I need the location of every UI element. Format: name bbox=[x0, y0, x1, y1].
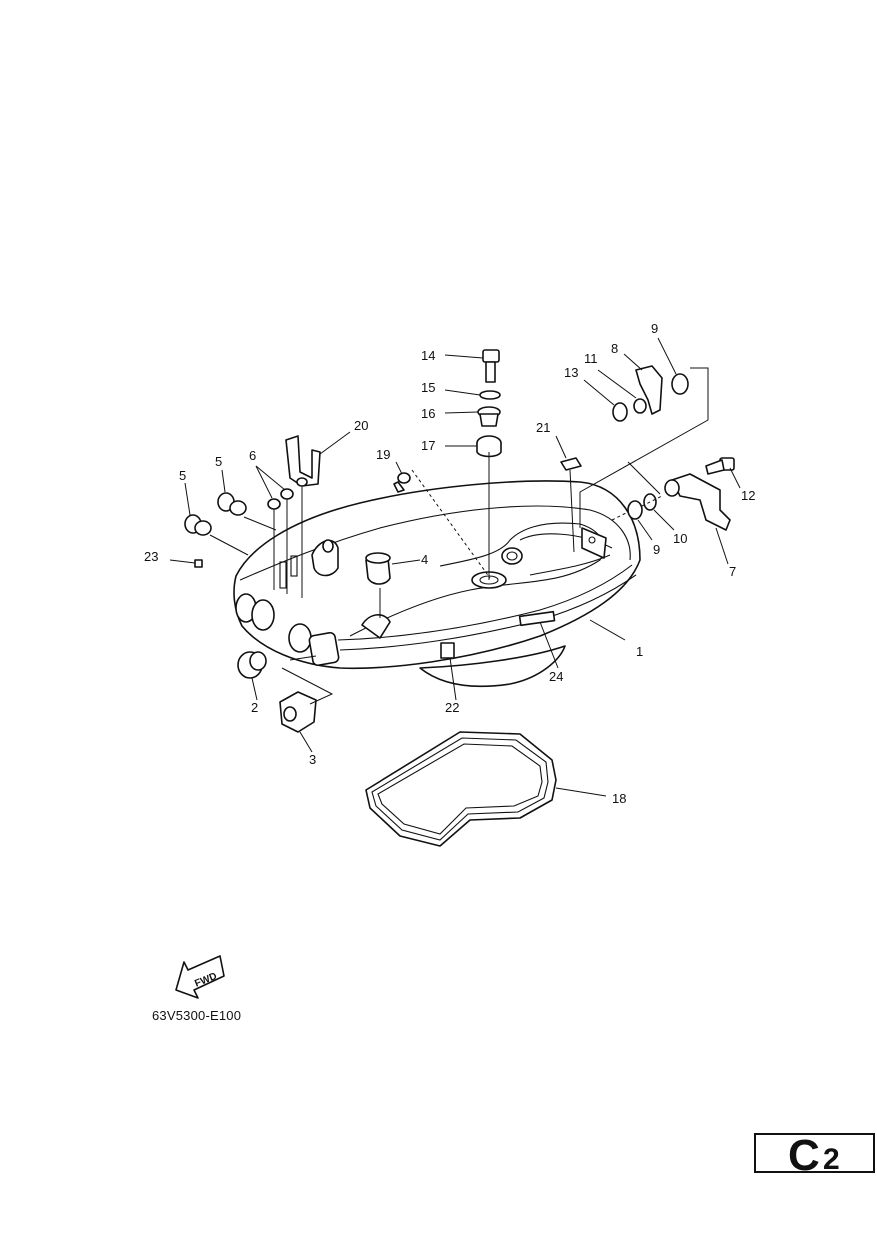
callout-12: 12 bbox=[741, 488, 755, 503]
callout-4: 4 bbox=[421, 552, 428, 567]
callout-18: 18 bbox=[612, 791, 626, 806]
part-2-plug bbox=[237, 651, 267, 679]
callout-6: 6 bbox=[249, 448, 256, 463]
part-9-nut-b bbox=[627, 500, 643, 520]
callout-5b: 5 bbox=[215, 454, 222, 469]
part-9-nut-a bbox=[671, 373, 689, 395]
page-code-number: 2 bbox=[823, 1143, 840, 1176]
part-4-collar bbox=[365, 552, 391, 585]
leader-lines bbox=[169, 337, 741, 797]
part-18-gasket bbox=[365, 731, 557, 847]
callout-23: 23 bbox=[144, 549, 158, 564]
callout-24: 24 bbox=[549, 669, 563, 684]
part-20-bracket bbox=[285, 435, 321, 487]
callout-9a: 9 bbox=[651, 321, 658, 336]
callout-8: 8 bbox=[611, 341, 618, 356]
callout-7: 7 bbox=[729, 564, 736, 579]
part-5-plug-b bbox=[217, 492, 247, 516]
callout-11: 11 bbox=[584, 351, 598, 366]
callout-22: 22 bbox=[445, 700, 459, 715]
part-16-collar bbox=[477, 406, 501, 427]
part-5-plug-a bbox=[184, 514, 212, 536]
callout-16: 16 bbox=[421, 406, 435, 421]
part-12-bolt bbox=[705, 457, 735, 475]
page-code-box: C 2 bbox=[754, 1131, 875, 1180]
bottom-cowling bbox=[233, 480, 641, 688]
part-3-grommet bbox=[279, 691, 317, 733]
callout-numbers: 1 2 3 4 5 5 6 7 8 9 9 10 11 12 13 14 15 … bbox=[144, 321, 755, 806]
callout-13: 13 bbox=[564, 365, 578, 380]
callout-17: 17 bbox=[421, 438, 435, 453]
callout-14: 14 bbox=[421, 348, 435, 363]
part-13-nut bbox=[612, 402, 628, 422]
callout-15: 15 bbox=[421, 380, 435, 395]
callout-19: 19 bbox=[376, 447, 390, 462]
drawing-code: 63V5300-E100 bbox=[152, 1008, 242, 1023]
part-6-pins bbox=[267, 487, 303, 598]
callout-21: 21 bbox=[536, 420, 550, 435]
callout-2: 2 bbox=[251, 700, 258, 715]
callout-20: 20 bbox=[354, 418, 368, 433]
callout-1: 1 bbox=[636, 644, 643, 659]
part-11-washer bbox=[633, 398, 647, 414]
part-14-bolt bbox=[482, 349, 500, 383]
part-23-label bbox=[194, 559, 203, 568]
part-15-washer bbox=[479, 390, 501, 400]
part-8-plate bbox=[635, 365, 663, 415]
callout-5a: 5 bbox=[179, 468, 186, 483]
callout-10: 10 bbox=[673, 531, 687, 546]
part-19-bolt bbox=[393, 472, 411, 493]
part-17-grommet bbox=[476, 435, 502, 458]
fwd-arrow-icon: FWD bbox=[175, 955, 225, 999]
part-21-sticker bbox=[560, 457, 582, 471]
part-7-clamp bbox=[664, 473, 731, 531]
callout-9b: 9 bbox=[653, 542, 660, 557]
page-code-letter: C bbox=[788, 1131, 820, 1180]
callout-3: 3 bbox=[309, 752, 316, 767]
